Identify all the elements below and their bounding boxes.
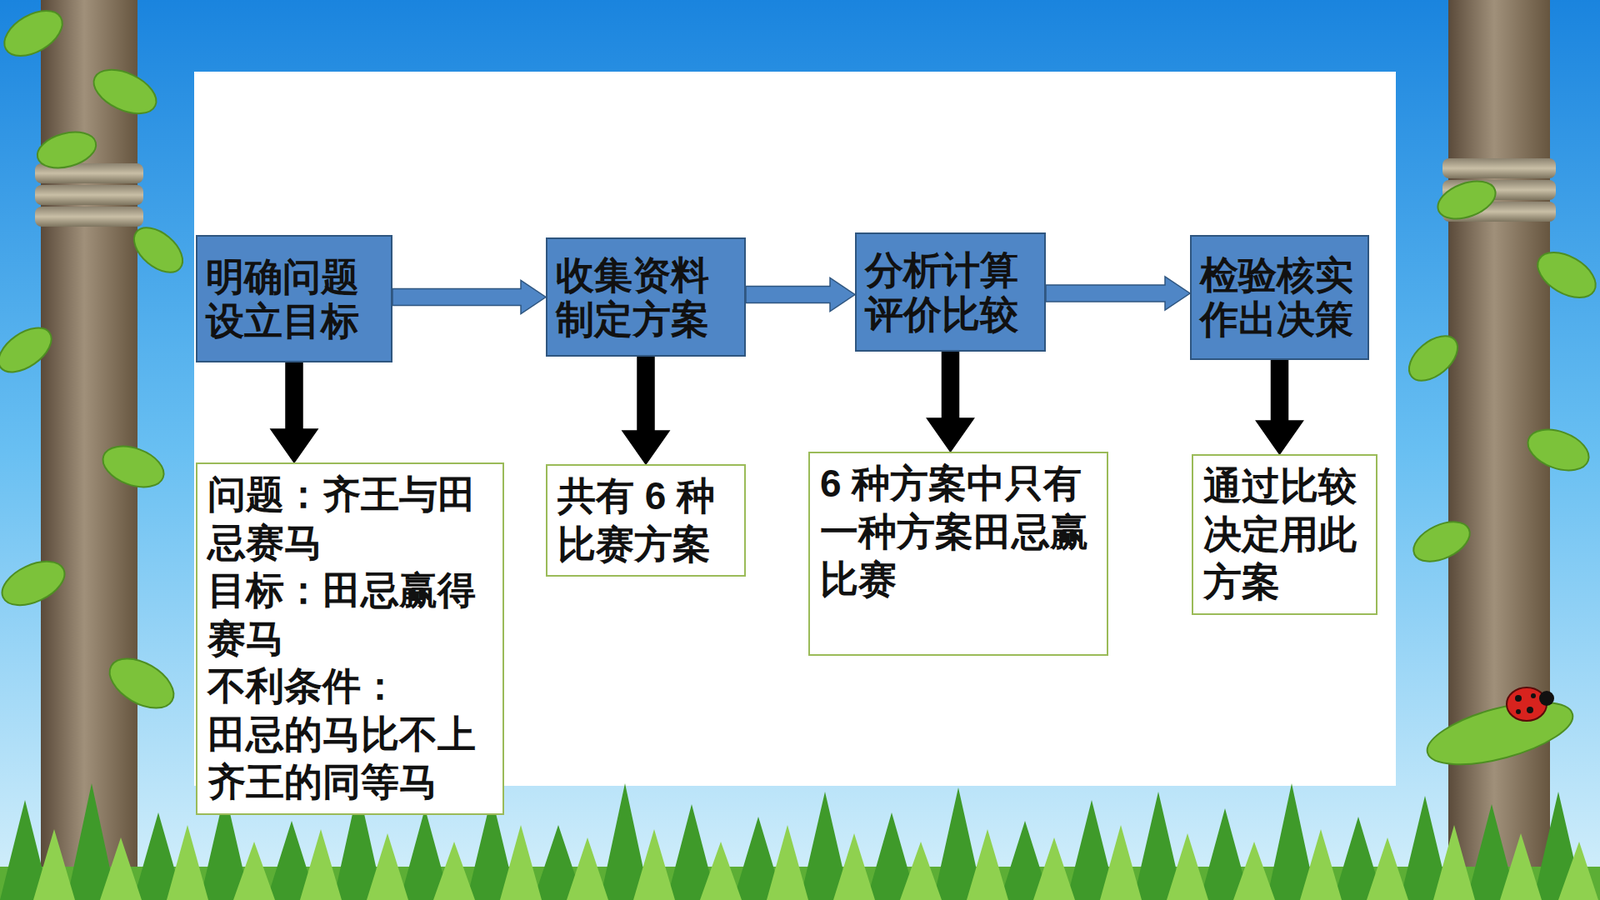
box-text: 田忌的马比不上齐王的同等马 <box>207 710 493 807</box>
block-arrow <box>745 278 855 312</box>
process-box: 检验核实 作出决策 <box>1190 235 1370 360</box>
ladybug-body <box>1506 687 1547 721</box>
leaf <box>1522 421 1595 478</box>
box-text: 明确问题 设立目标 <box>205 255 383 344</box>
process-box: 明确问题 设立目标 <box>195 235 393 363</box>
leaf <box>0 552 72 615</box>
leaf <box>97 438 170 495</box>
box-text: 不利条件： <box>207 662 493 711</box>
note-box: 共有 6 种比赛方案 <box>545 464 746 577</box>
leaf <box>1400 327 1466 390</box>
leaf <box>1407 514 1476 570</box>
leaf <box>101 648 183 719</box>
note-box: 问题：齐王与田忌赛马目标：田忌赢得赛马不利条件：田忌的马比不上齐王的同等马 <box>195 462 505 815</box>
rope-band <box>1442 158 1556 179</box>
note-box: 6 种方案中只有一种方案田忌赢比赛 <box>808 451 1109 656</box>
ladybug-head <box>1539 690 1555 706</box>
box-text: 共有 6 种比赛方案 <box>557 472 735 569</box>
box-text: 分析计算 评价比较 <box>865 248 1036 337</box>
down-arrow <box>1256 360 1304 455</box>
down-arrow <box>927 351 975 452</box>
leaf <box>86 60 163 123</box>
ladybug-spot <box>1515 709 1521 715</box>
grass <box>33 825 1599 900</box>
box-text: 问题：齐王与田忌赛马 <box>207 470 493 567</box>
down-arrow <box>270 362 318 463</box>
white-panel <box>194 71 1396 786</box>
process-box: 收集资料 制定方案 <box>545 237 746 357</box>
box-text: 6 种方案中只有一种方案田忌赢比赛 <box>820 460 1097 605</box>
ladybug <box>1506 687 1555 721</box>
box-text: 通过比较决定用此方案 <box>1203 462 1366 607</box>
rope-band <box>35 185 144 205</box>
rope-band <box>35 206 144 227</box>
block-arrow <box>1045 276 1190 310</box>
block-arrow <box>392 280 546 315</box>
leaf <box>1530 243 1600 307</box>
leaf <box>1420 690 1579 778</box>
box-text: 检验核实 作出决策 <box>1200 253 1360 342</box>
process-box: 分析计算 评价比较 <box>855 232 1046 352</box>
box-text: 收集资料 制定方案 <box>555 253 736 342</box>
ladybug-spot <box>1526 706 1534 714</box>
leaf <box>0 319 60 381</box>
leaf <box>1432 174 1500 226</box>
leaf <box>33 125 100 174</box>
leaf <box>125 219 191 281</box>
down-arrow <box>622 356 670 465</box>
box-text: 目标：田忌赢得赛马 <box>207 566 493 663</box>
leaf <box>0 1 70 65</box>
ladybug-spot <box>1515 695 1522 702</box>
ladybug-spot <box>1530 693 1536 699</box>
note-box: 通过比较决定用此方案 <box>1191 454 1378 615</box>
